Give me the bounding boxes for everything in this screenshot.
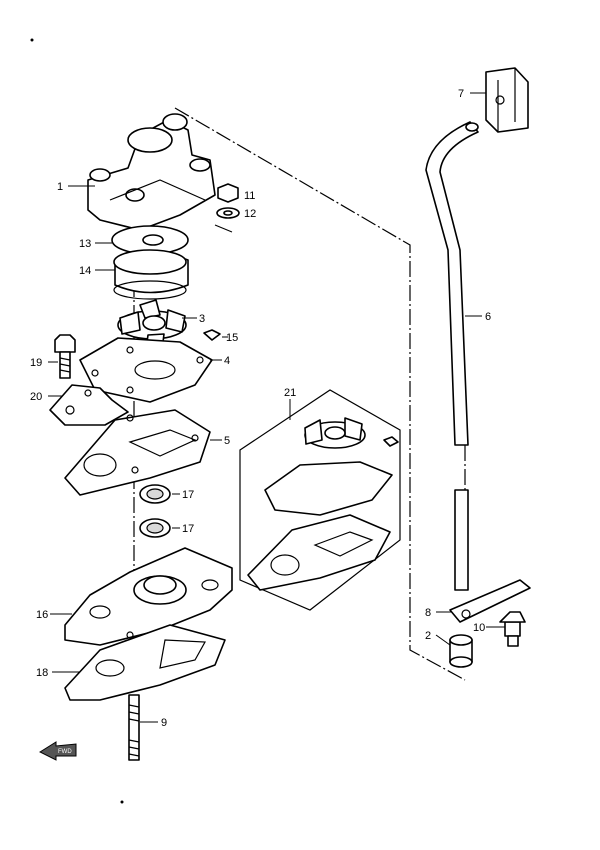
callout-9: 9 (161, 717, 167, 729)
callout-18: 18 (36, 667, 48, 679)
callout-11: 11 (244, 190, 255, 202)
callout-10: 10 (473, 622, 485, 634)
callout-15: 15 (226, 332, 238, 344)
kit-key (383, 436, 399, 447)
repair-kit-group-21 (239, 389, 401, 611)
callout-leaders (48, 92, 505, 723)
callout-12: 12 (244, 208, 256, 220)
oil-seal-part-17-upper (139, 484, 171, 504)
gasket-part-5 (64, 409, 211, 496)
callout-17-upper: 17 (182, 489, 194, 501)
callout-3: 3 (199, 313, 205, 325)
oil-seal-part-17-lower (139, 518, 171, 538)
forward-direction-arrow-icon: FWD (38, 741, 77, 761)
bolt-part-19 (54, 334, 76, 379)
callout-19: 19 (30, 357, 42, 369)
kit-impeller (304, 417, 366, 449)
fwd-label: FWD (58, 749, 72, 755)
grommet-part-7 (485, 67, 529, 133)
callout-6: 6 (485, 311, 491, 323)
callout-16: 16 (36, 609, 48, 621)
tube-plate-part-8 (449, 579, 531, 623)
callout-5: 5 (224, 435, 230, 447)
key-part-15 (203, 329, 221, 341)
callout-2: 2 (425, 630, 431, 642)
callout-13: 13 (79, 238, 91, 250)
pump-case (87, 113, 216, 231)
liner-part-14 (113, 249, 189, 300)
callout-1: 1 (57, 181, 63, 193)
pump-housing-part-16 (64, 547, 233, 646)
bolt-part-10 (499, 611, 526, 647)
stud-bolt-part-9 (128, 694, 140, 761)
washer-part-12 (216, 207, 240, 219)
callout-14: 14 (79, 265, 91, 277)
kit-plate (264, 461, 393, 516)
gasket-part-20 (49, 384, 129, 426)
gasket-part-18 (64, 624, 226, 701)
callout-20: 20 (30, 391, 42, 403)
callout-labels: 1 11 12 13 14 3 15 4 19 20 5 17 17 16 18… (30, 88, 491, 729)
kit-gasket (247, 514, 391, 591)
callout-7: 7 (458, 88, 464, 100)
grommet-part-2 (449, 634, 473, 668)
nut-part-11 (217, 183, 239, 203)
water-tube-part-6 (425, 121, 479, 591)
callout-8: 8 (425, 607, 431, 619)
callout-17-lower: 17 (182, 523, 194, 535)
callout-21: 21 (284, 387, 296, 399)
insert-part-13 (111, 225, 189, 255)
callout-4: 4 (224, 355, 230, 367)
